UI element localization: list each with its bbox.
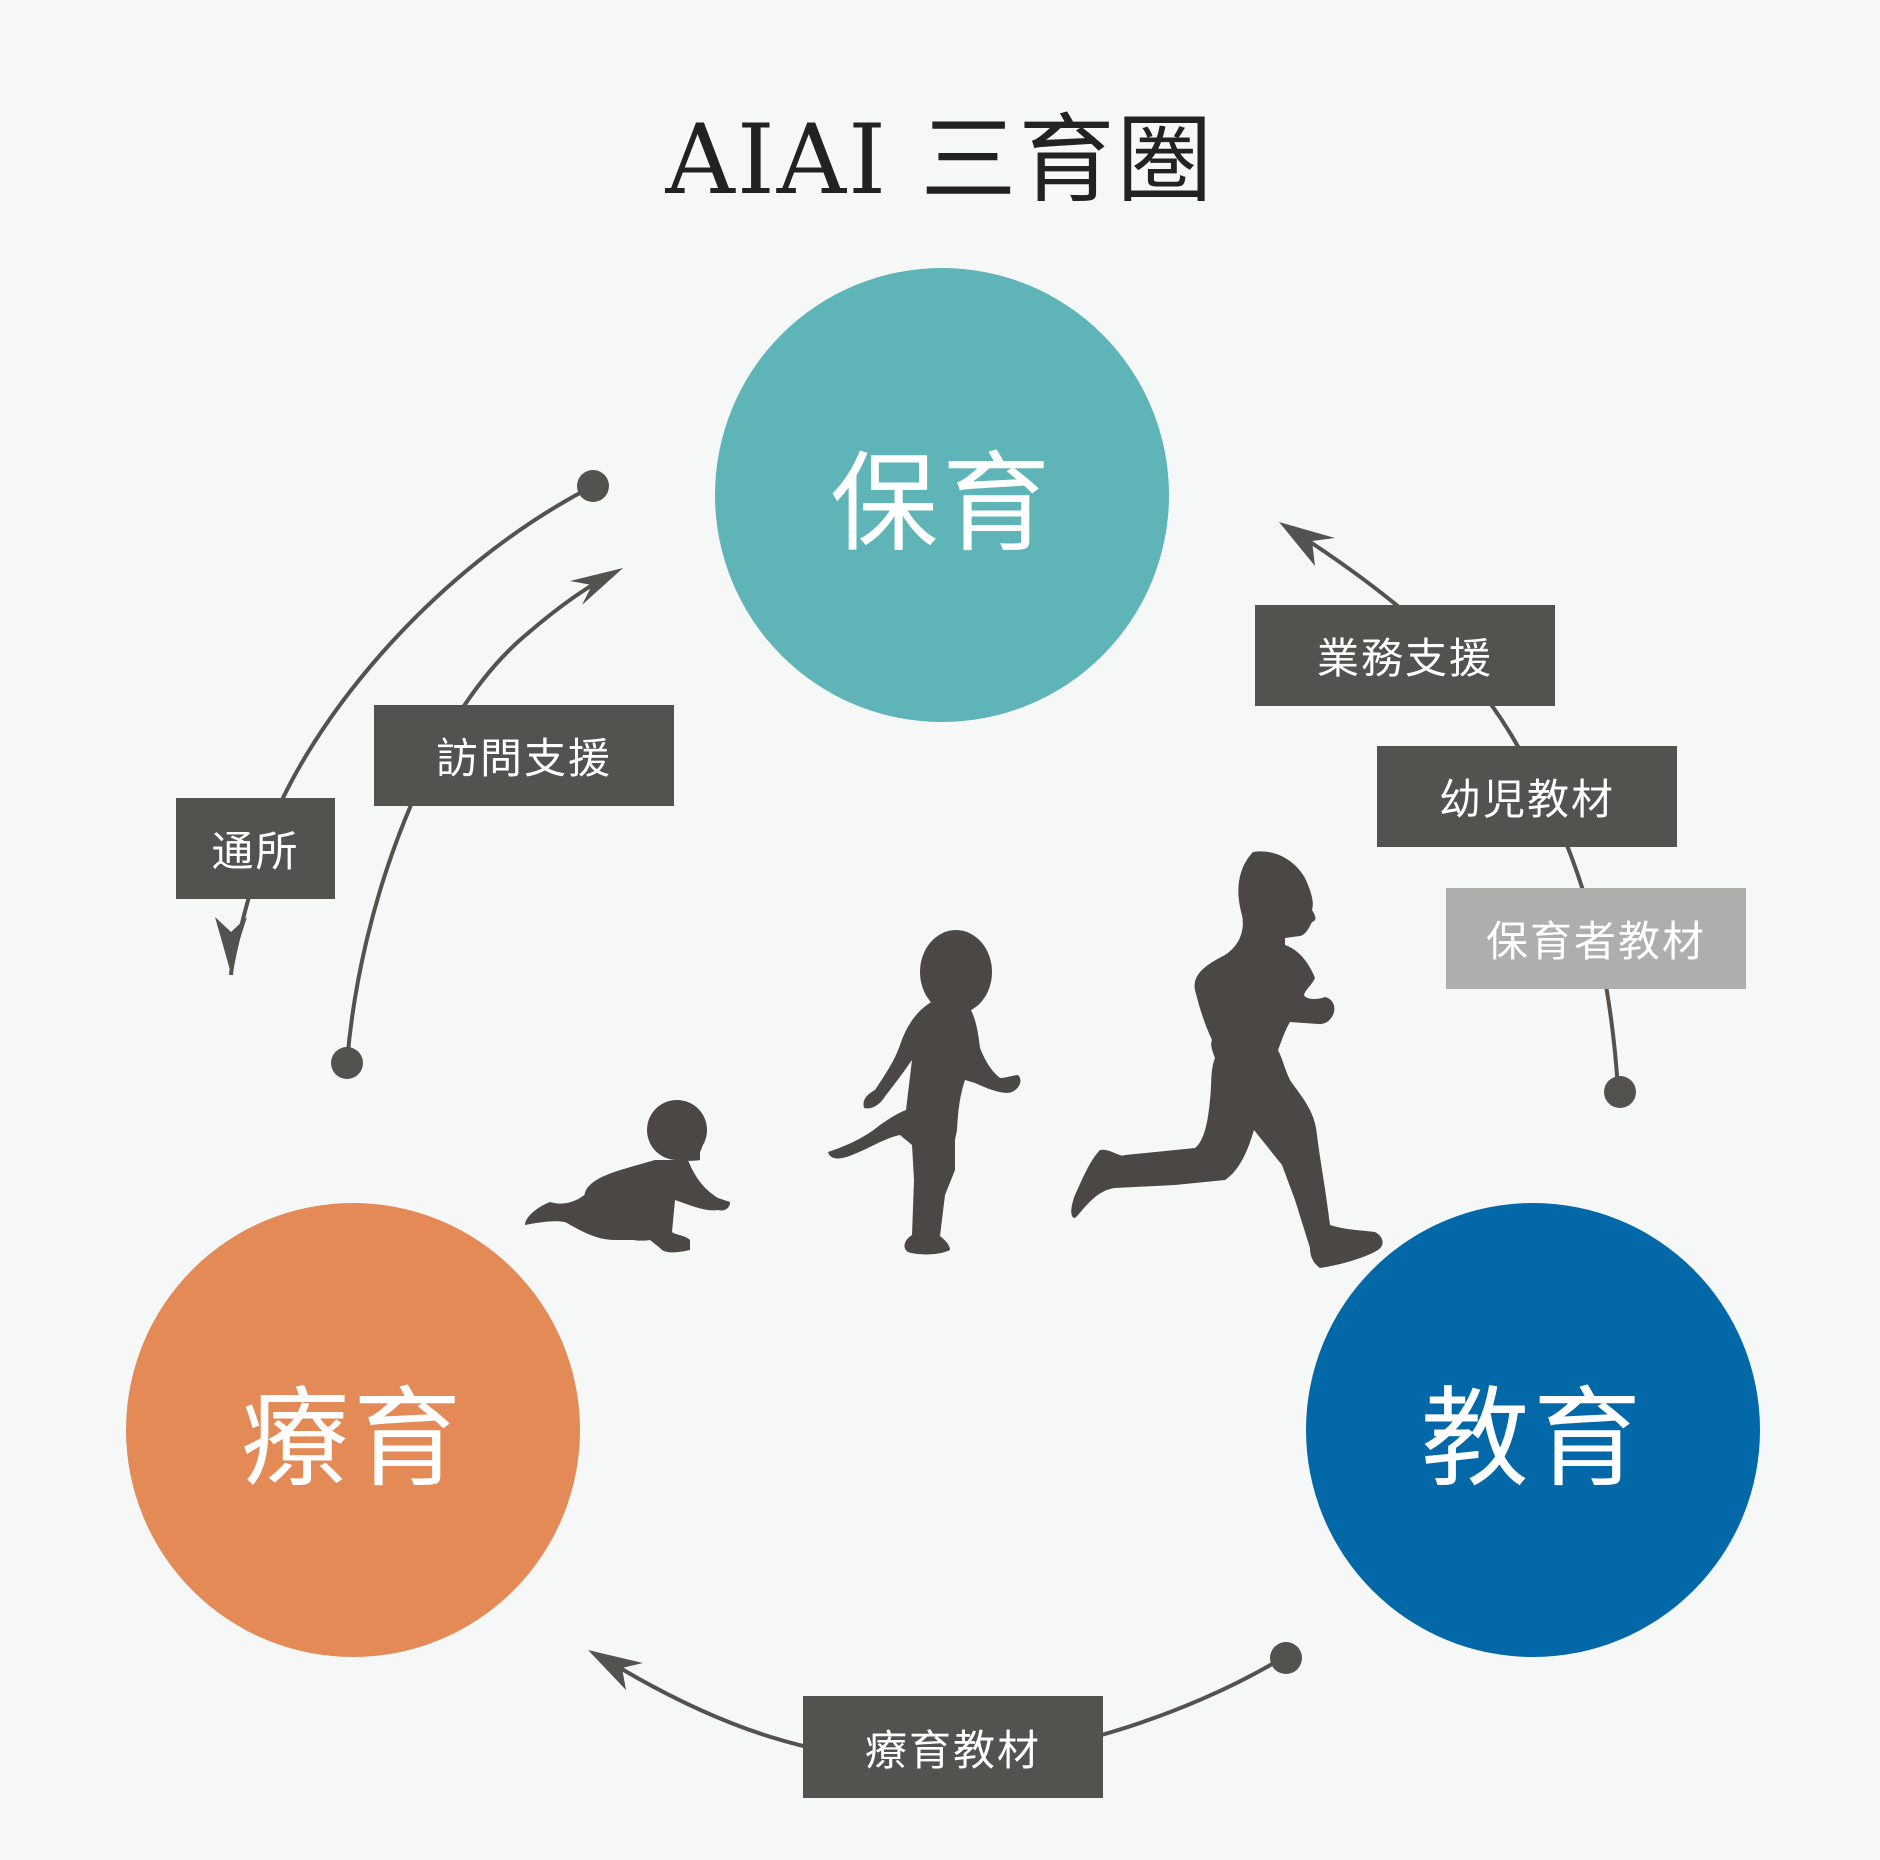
arrowhead-icon (216, 970, 230, 1055)
arrowhead-icon (1279, 522, 1335, 566)
arrowhead-icon (570, 568, 623, 605)
endpoint-dot (577, 470, 609, 502)
circle-ryoiku: 療育 (126, 1203, 580, 1657)
arrowhead-icon (588, 1650, 643, 1690)
arrow-houmon (345, 572, 613, 1064)
label-gyomu-shien: 業務支援 (1255, 605, 1555, 706)
diagram-title: AIAI 三育圏 (665, 104, 1215, 216)
circle-label-ryoiku: 療育 (240, 1377, 465, 1502)
endpoint-dot (1604, 1076, 1636, 1108)
label-houmon-shien: 訪問支援 (374, 705, 674, 806)
circle-hoiku: 保育 (715, 268, 1169, 722)
endpoint-dot (331, 1047, 363, 1079)
child-running-icon (1071, 851, 1383, 1268)
label-youji-kyozai: 幼児教材 (1377, 746, 1677, 847)
endpoint-dot (1270, 1642, 1302, 1674)
circle-label-kyoiku: 教育 (1420, 1377, 1645, 1502)
circle-label-hoiku: 保育 (829, 442, 1054, 567)
arrowhead-icon (215, 917, 247, 970)
toddler-walking-icon (828, 930, 1021, 1255)
crawling-baby-icon (525, 1100, 730, 1253)
label-tsusho: 通所 (176, 798, 335, 899)
label-ryoiku-kyozai: 療育教材 (803, 1696, 1103, 1798)
label-hoikusha-kyozai: 保育者教材 (1446, 888, 1746, 989)
circle-kyoiku: 教育 (1306, 1203, 1760, 1657)
